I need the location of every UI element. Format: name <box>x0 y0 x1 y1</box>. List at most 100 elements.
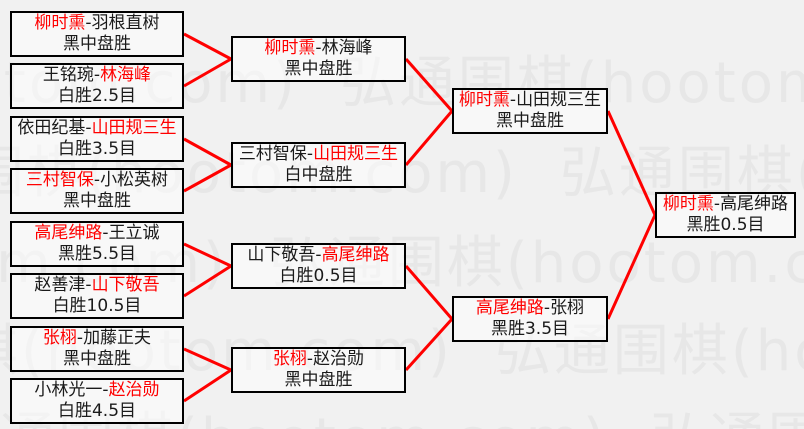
player-name: 依田纪基 <box>17 118 86 138</box>
match-box-round1-8: 小林光一-赵治勋 白胜4.5目 <box>10 378 184 424</box>
match-box-final: 柳时熏-高尾绅路 黑胜0.5目 <box>655 192 796 238</box>
connector-line <box>183 32 232 61</box>
player-name-winner: 张栩 <box>272 349 307 369</box>
player-name: 高尾绅路 <box>720 194 789 214</box>
match-result: 黑中盘胜 <box>284 59 353 79</box>
separator: - <box>85 13 92 33</box>
separator: - <box>306 349 314 369</box>
match-result: 白胜3.5目 <box>57 139 137 159</box>
match-pairing: 依田纪基-山田规三生 <box>17 118 176 139</box>
match-box-round1-3: 依田纪基-山田规三生 白胜3.5目 <box>10 116 184 162</box>
player-name: 小松英树 <box>100 170 169 190</box>
separator: - <box>315 245 322 265</box>
match-box-round1-5: 高尾绅路-王立诚 黑胜5.5目 <box>10 221 184 267</box>
match-pairing: 三村智保-小松英树 <box>26 170 168 191</box>
player-name-winner: 三村智保 <box>25 170 94 190</box>
separator: - <box>76 328 84 348</box>
match-result: 黑中盘胜 <box>284 370 353 390</box>
connector-line <box>404 58 454 112</box>
player-name-winner: 山下敬吾 <box>91 275 160 295</box>
match-box-round2-2: 三村智保-山田规三生 白中盘胜 <box>231 142 406 188</box>
connector-line <box>183 163 232 193</box>
match-box-round1-7: 张栩-加藤正夫 黑中盘胜 <box>10 326 184 372</box>
connector-line <box>606 214 657 320</box>
match-result: 白胜0.5目 <box>279 266 358 286</box>
player-name-winner: 张栩 <box>42 328 77 348</box>
player-name-winner: 林海峰 <box>100 65 152 85</box>
connector-line <box>183 137 232 167</box>
player-name-winner: 柳时熏 <box>34 13 86 33</box>
player-name: 赵善津 <box>34 275 86 295</box>
player-name-winner: 柳时熏 <box>458 90 510 110</box>
match-box-round2-4: 张栩-赵治勋 黑中盘胜 <box>231 347 406 393</box>
player-name-winner: 山田规三生 <box>313 144 399 164</box>
player-name-winner: 高尾绅路 <box>34 223 103 243</box>
player-name: 赵治勋 <box>313 349 365 369</box>
separator: - <box>543 298 551 318</box>
connector-line <box>183 347 232 372</box>
separator: - <box>102 223 109 243</box>
player-name: 羽根直树 <box>91 13 160 33</box>
match-result: 黑中盘胜 <box>63 34 131 54</box>
match-result: 黑中盘胜 <box>496 111 564 131</box>
match-box-round2-3: 山下敬吾-高尾绅路 白胜0.5目 <box>231 243 406 289</box>
player-name: 王铭琬 <box>42 65 94 85</box>
player-name-winner: 高尾绅路 <box>321 245 390 265</box>
connector-line <box>404 265 454 320</box>
separator: - <box>509 90 517 110</box>
match-pairing: 赵善津-山下敬吾 <box>34 275 159 296</box>
separator: - <box>315 38 322 58</box>
connector-line <box>183 57 232 88</box>
match-pairing: 柳时熏-高尾绅路 <box>663 194 788 215</box>
separator: - <box>85 275 92 295</box>
match-pairing: 小林光一-赵治勋 <box>34 380 159 401</box>
player-name: 张栩 <box>550 298 585 318</box>
match-box-round2-1: 柳时熏-林海峰 黑中盘胜 <box>231 36 406 82</box>
separator: - <box>85 118 92 138</box>
watermark-text: 弘通围棋(hootom.com) <box>650 407 804 429</box>
match-result: 黑胜3.5目 <box>490 319 570 339</box>
match-box-round1-2: 王铭琬-林海峰 白胜2.5目 <box>10 63 184 109</box>
player-name-winner: 高尾绅路 <box>475 298 544 318</box>
player-name-winner: 赵治勋 <box>108 380 160 400</box>
match-pairing: 山下敬吾-高尾绅路 <box>247 245 389 266</box>
player-name: 三村智保 <box>238 144 307 164</box>
match-box-semifinal-2: 高尾绅路-张栩 黑胜3.5目 <box>452 296 608 342</box>
match-result: 白胜10.5目 <box>52 296 142 316</box>
connector-line <box>404 317 454 372</box>
match-pairing: 张栩-赵治勋 <box>273 349 364 370</box>
match-result: 黑胜5.5目 <box>57 244 137 264</box>
match-result: 黑中盘胜 <box>63 349 131 369</box>
match-pairing: 王铭琬-林海峰 <box>43 65 151 86</box>
match-result: 白胜4.5目 <box>57 401 137 421</box>
match-pairing: 柳时熏-林海峰 <box>264 38 372 59</box>
match-result: 白中盘胜 <box>284 165 353 185</box>
player-name: 山田规三生 <box>516 90 602 110</box>
match-pairing: 张栩-加藤正夫 <box>43 328 151 349</box>
separator: - <box>93 170 101 190</box>
match-box-round1-1: 柳时熏-羽根直树 黑中盘胜 <box>10 11 184 57</box>
separator: - <box>306 144 314 164</box>
player-name: 山下敬吾 <box>247 245 316 265</box>
match-pairing: 柳时熏-山田规三生 <box>459 90 601 111</box>
match-box-round1-6: 赵善津-山下敬吾 白胜10.5目 <box>10 273 184 319</box>
match-result: 黑胜0.5目 <box>686 215 765 235</box>
player-name: 加藤正夫 <box>83 328 152 348</box>
player-name: 王立诚 <box>108 223 160 243</box>
player-name-winner: 柳时熏 <box>264 38 316 58</box>
match-box-semifinal-1: 柳时熏-山田规三生 黑中盘胜 <box>452 88 608 134</box>
connector-line <box>404 110 454 166</box>
player-name: 林海峰 <box>321 38 373 58</box>
separator: - <box>93 65 101 85</box>
match-result: 白胜2.5目 <box>57 86 137 106</box>
match-pairing: 三村智保-山田规三生 <box>239 144 398 165</box>
connector-line <box>183 368 232 403</box>
match-pairing: 高尾绅路-王立诚 <box>34 223 159 244</box>
separator: - <box>102 380 109 400</box>
player-name-winner: 山田规三生 <box>91 118 177 138</box>
match-pairing: 高尾绅路-张栩 <box>476 298 584 319</box>
match-result: 黑中盘胜 <box>63 191 131 211</box>
connector-line <box>183 242 232 268</box>
